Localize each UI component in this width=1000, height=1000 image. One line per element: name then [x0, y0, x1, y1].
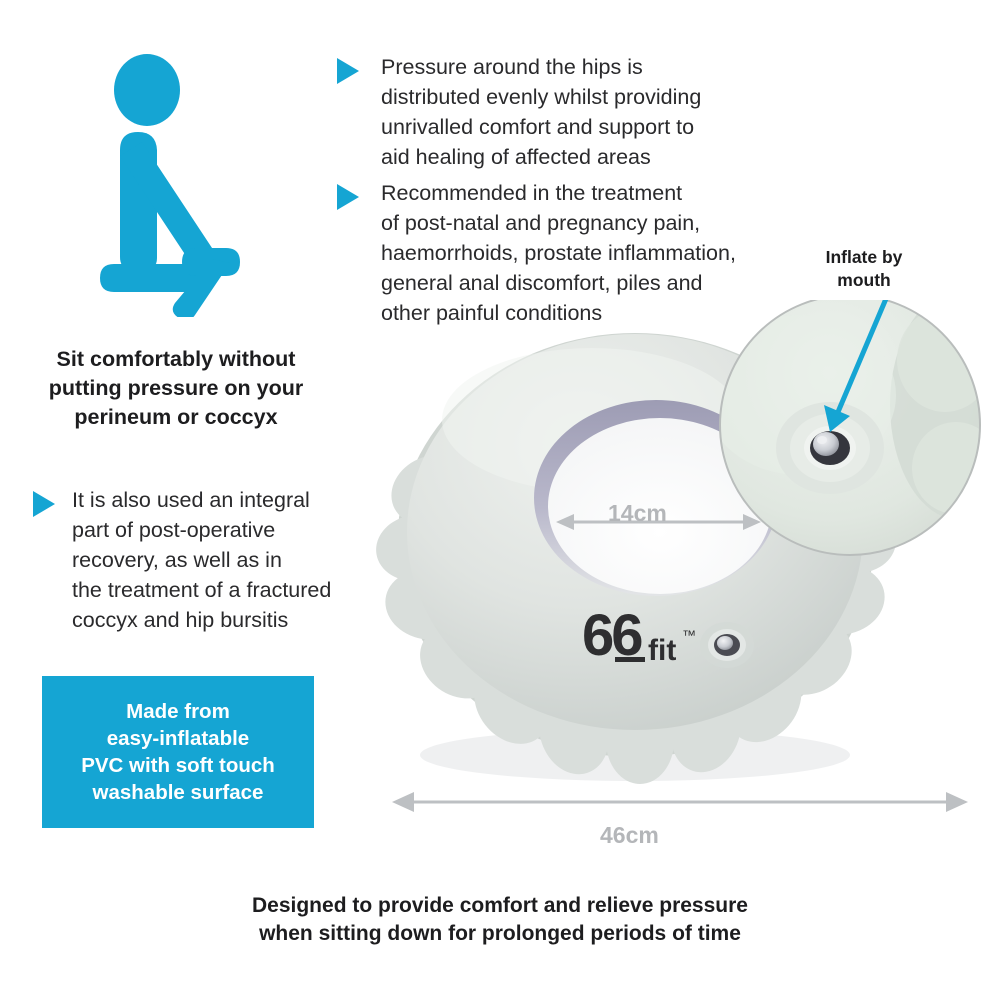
pvc-material-callout-text: Made from easy-inflatable PVC with soft … [81, 700, 275, 804]
arrow-head-left-icon [556, 514, 574, 530]
feature-bullet-2-text: Recommended in the treatment of post-nat… [381, 181, 736, 325]
triangle-right-icon [337, 184, 359, 210]
seated-person-icon [100, 54, 240, 317]
svg-text:fit: fit [648, 634, 676, 667]
sit-comfortably-caption: Sit comfortably without putting pressure… [48, 347, 304, 429]
air-valve-icon [700, 622, 754, 668]
feature-bullet-3-text: It is also used an integral part of post… [72, 488, 332, 632]
outer-diameter-label: 46cm [600, 822, 659, 848]
bottom-tagline: Designed to provide comfort and relieve … [252, 894, 748, 945]
pvc-material-callout-box: Made from easy-inflatable PVC with soft … [42, 676, 314, 828]
feature-bullet-1-text: Pressure around the hips is distributed … [381, 55, 702, 169]
outer-diameter-arrow [392, 792, 968, 812]
brand-logo: 66 fit ™ [582, 603, 696, 668]
svg-text:™: ™ [682, 627, 696, 643]
feature-bullet-1: Pressure around the hips is distributed … [337, 52, 701, 172]
arrow-head-right-icon [743, 514, 761, 530]
ring-cushion-product-image: 66 fit ™ [376, 300, 981, 812]
cushion-hole [548, 418, 772, 594]
arrow-pointer-icon [824, 300, 889, 432]
inflate-by-mouth-label: Inflate by mouth [825, 247, 903, 290]
feature-bullet-3: It is also used an integral part of post… [33, 485, 331, 635]
inner-diameter-label: 14cm [608, 500, 667, 526]
feature-bullet-2: Recommended in the treatment of post-nat… [337, 178, 736, 328]
magnifier-circle-icon [719, 300, 981, 556]
triangle-right-icon [337, 58, 359, 84]
triangle-right-icon [33, 491, 55, 517]
